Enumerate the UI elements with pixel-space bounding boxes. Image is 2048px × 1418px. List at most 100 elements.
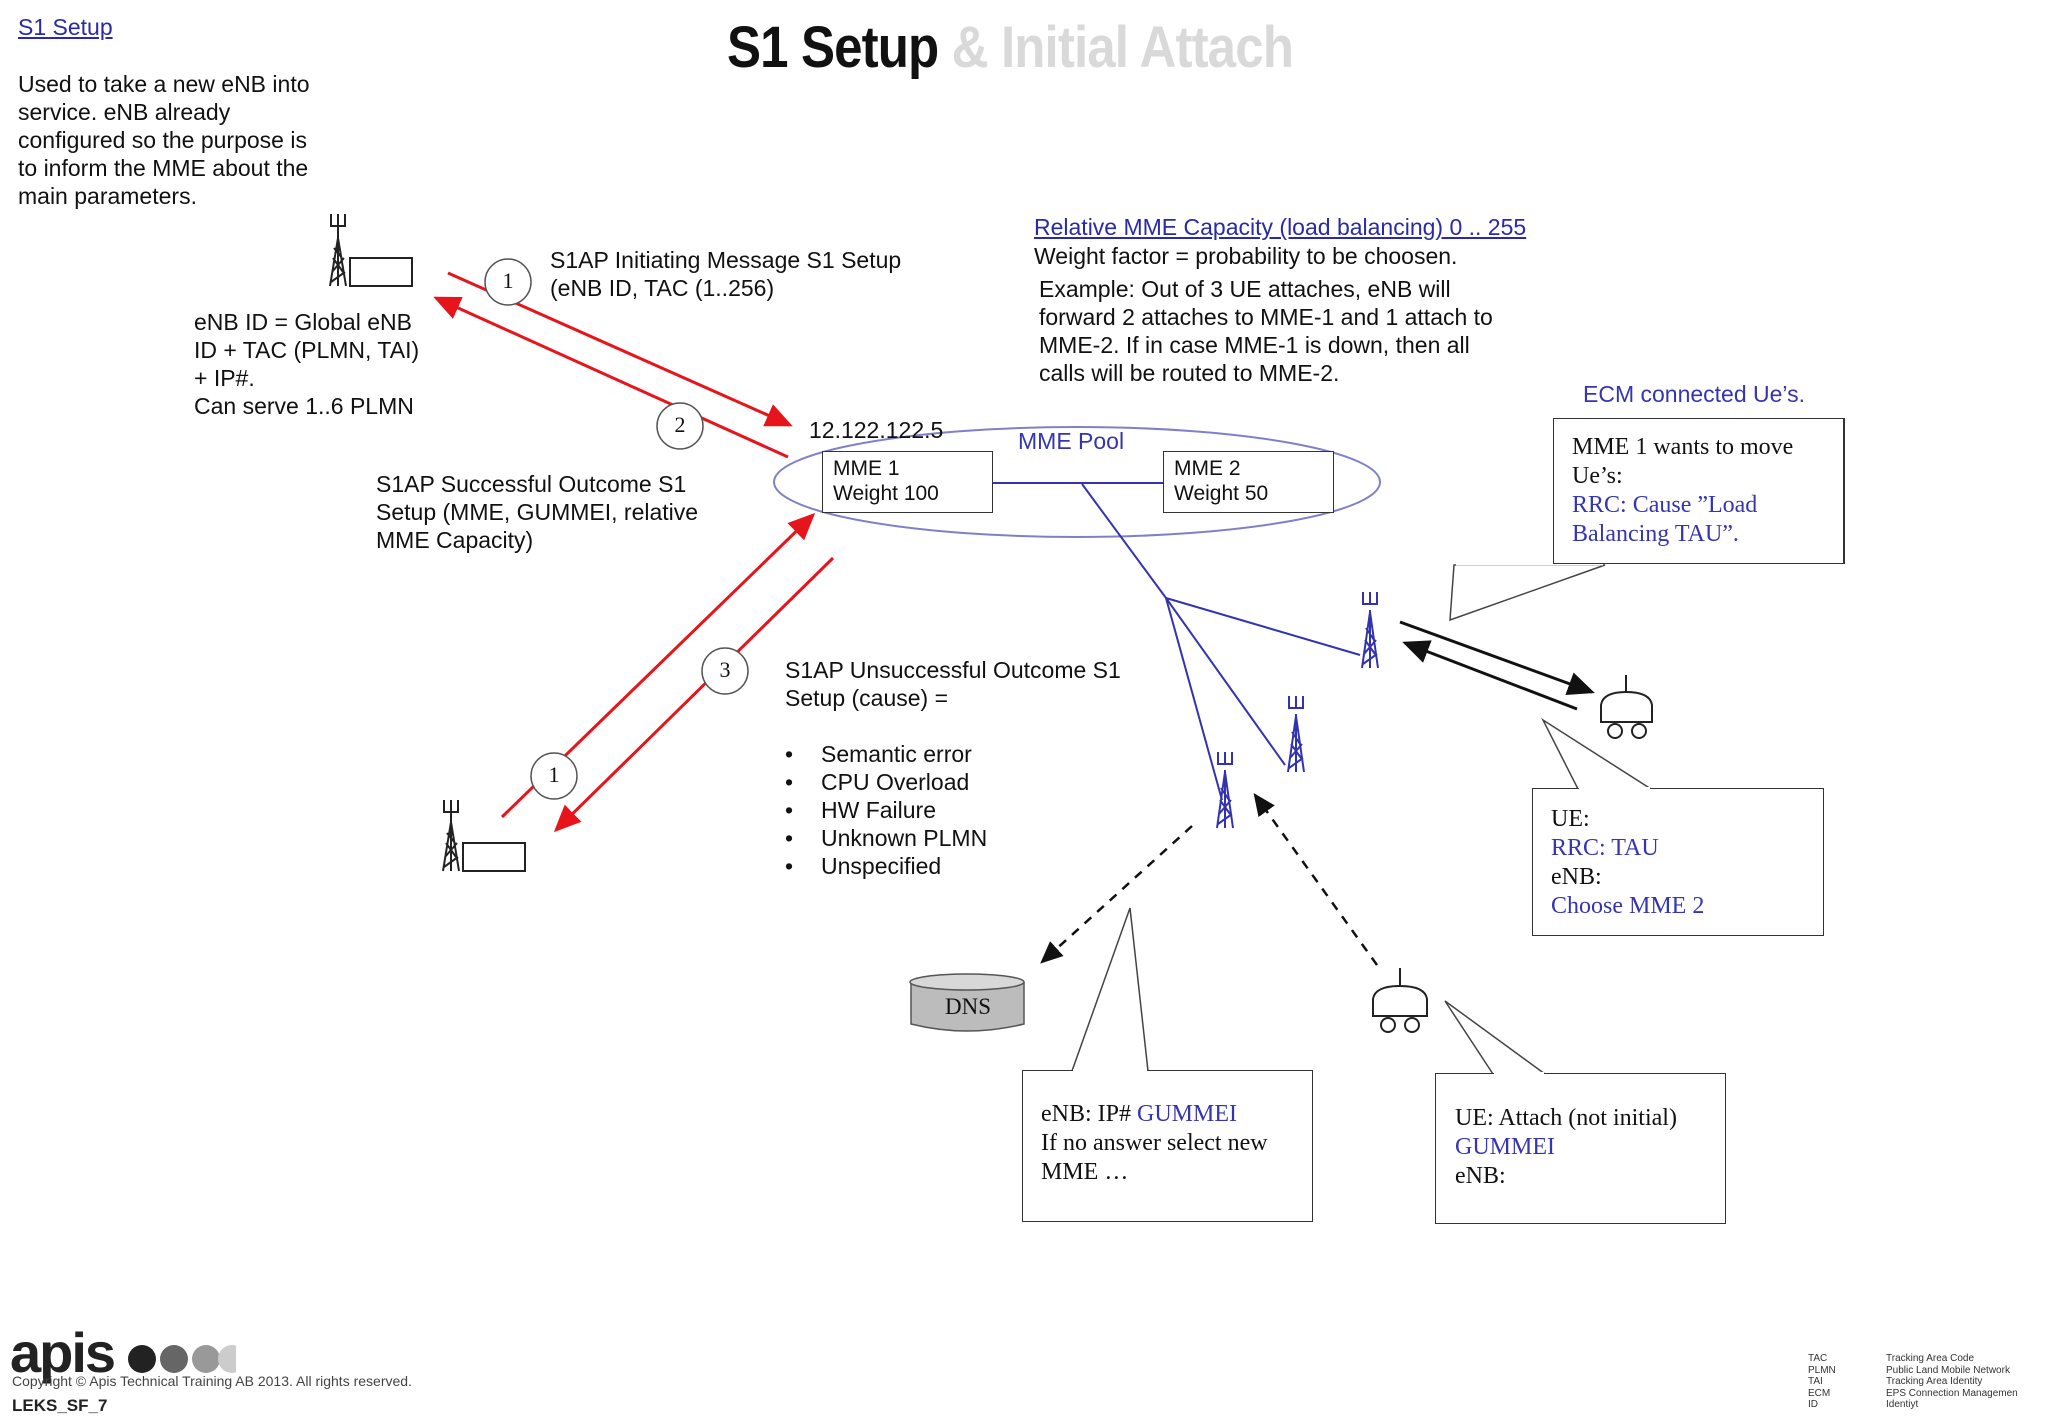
callout-mme-move <box>1553 418 1845 564</box>
intro-text: Used to take a new eNB into service. eNB… <box>18 70 348 210</box>
msg-success-line: MME Capacity) <box>376 527 534 553</box>
abbr-term: ID <box>1808 1399 1818 1410</box>
mme2-box: MME 2 Weight 50 <box>1163 451 1334 513</box>
msg-unsuccess-line: S1AP Unsuccessful Outcome S1 <box>785 657 1121 683</box>
copyright: Copyright © Apis Technical Training AB 2… <box>12 1373 412 1389</box>
step-number-1: 1 <box>502 268 514 293</box>
callout-mme-move-bottom-right <box>1604 563 1845 564</box>
msg-success-line: Setup (MME, GUMMEI, relative <box>376 499 699 525</box>
abbr-row: TAC Tracking Area Code <box>1808 1353 2044 1365</box>
callout-attach-line3: eNB: <box>1455 1163 1506 1189</box>
abbr-meaning: Identiyt <box>1886 1399 1919 1410</box>
cause-item: Semantic error <box>785 740 1165 768</box>
callout-dns-text: eNB: IP# GUMMEI If no answer select new … <box>1041 1100 1306 1187</box>
msg-unsuccess-line: Setup (cause) = <box>785 685 949 711</box>
capacity-example-line: Example: Out of 3 UE attaches, eNB will <box>1039 276 1451 302</box>
intro-line: main parameters. <box>18 183 197 209</box>
abbr-row: PLMN Public Land Mobile Network <box>1808 1365 2044 1377</box>
enb-tower-icon <box>442 800 526 872</box>
enb-note-line: + IP#. <box>194 365 255 391</box>
enb-id-note: eNB ID = Global eNB ID + TAC (PLMN, TAI)… <box>194 308 454 420</box>
callout-tail-move <box>1449 564 1606 622</box>
mme-pool-ellipse <box>773 426 1381 538</box>
callout-ue-tau-line3: eNB: <box>1551 864 1602 890</box>
mme-pool-ip: 12.122.122.5 <box>809 417 944 443</box>
cause-item: Unspecified <box>785 852 1165 880</box>
abbr-row: ECM EPS Connection Managemen <box>1808 1388 2044 1400</box>
callout-tail-attach <box>1444 1000 1548 1075</box>
callout-ue-tau-line2: RRC: TAU <box>1551 835 1659 861</box>
callout-attach-text: UE: Attach (not initial) GUMMEI eNB: <box>1455 1104 1720 1191</box>
abbreviation-legend: TAC Tracking Area Code PLMN Public Land Mo… <box>1808 1353 2044 1411</box>
cause-item: Unknown PLMN <box>785 824 1165 852</box>
backhaul-enb-right <box>1165 597 1361 656</box>
abbr-meaning: Public Land Mobile Network <box>1886 1364 2010 1376</box>
apis-logo-text: apis <box>10 1321 116 1384</box>
intro-line: to inform the MME about the <box>18 155 309 181</box>
callout-attach-gap <box>1494 1072 1544 1075</box>
mme1-weight: Weight 100 <box>833 482 939 505</box>
arrow-ue-to-enb <box>1402 640 1578 711</box>
callout-attach <box>1435 1073 1726 1224</box>
intro-line: configured so the purpose is <box>18 127 307 153</box>
callout-dns-line1-b: GUMMEI <box>1137 1101 1237 1127</box>
step-number-3: 3 <box>719 657 731 682</box>
callout-mme-move-line4: Balancing TAU”. <box>1572 521 1739 547</box>
callout-mme-move-bottom-left <box>1553 563 1606 564</box>
weight-factor-text: Weight factor = probability to be choose… <box>1034 243 1458 269</box>
arrow-s1-setup-response <box>433 296 789 459</box>
cause-item: CPU Overload <box>785 768 1165 796</box>
abbr-term: ECM <box>1808 1387 1831 1399</box>
capacity-example-line: MME-2. If in case MME-1 is down, then al… <box>1039 332 1470 358</box>
cause-list: Semantic error CPU Overload HW Failure U… <box>785 740 1165 880</box>
enb-tower-icon <box>329 214 413 287</box>
callout-dns-gap <box>1073 1069 1147 1072</box>
abbr-meaning: Tracking Area Code <box>1886 1353 1975 1364</box>
callout-mme-move-right <box>1843 418 1844 564</box>
callout-ue-tau-line4: Choose MME 2 <box>1551 893 1705 919</box>
enb-tower-icon <box>1361 592 1379 669</box>
msg-unsuccessful: S1AP Unsuccessful Outcome S1 Setup (caus… <box>785 656 1165 880</box>
capacity-example-line: forward 2 attaches to MME-1 and 1 attach… <box>1039 304 1493 330</box>
callout-ue-tau-gap <box>1579 787 1650 790</box>
intro-line: service. eNB already <box>18 99 231 125</box>
callout-dns-line3: MME … <box>1041 1159 1129 1185</box>
abbr-meaning: Tracking Area Identity <box>1886 1376 1983 1387</box>
callout-tail-dns <box>1070 907 1149 1072</box>
msg-initiating-line: S1AP Initiating Message S1 Setup <box>550 247 902 273</box>
callout-mme-move-line3: RRC: Cause ”Load <box>1572 492 1758 518</box>
mme1-name: MME 1 <box>833 457 900 480</box>
abbr-meaning: EPS Connection Managemen <box>1886 1387 2018 1399</box>
callout-mme-move-left <box>1553 418 1554 564</box>
slide-id: LEKS_SF_7 <box>12 1396 108 1415</box>
s1-setup-link[interactable]: S1 Setup <box>18 14 113 40</box>
enb-tower-icon <box>1216 752 1234 829</box>
intro-line: Used to take a new eNB into <box>18 71 310 97</box>
msg-initiating-line: (eNB ID, TAC (1..256) <box>550 275 775 301</box>
abbr-term: TAC <box>1808 1353 1828 1364</box>
msg-success: S1AP Successful Outcome S1 Setup (MME, G… <box>376 470 736 554</box>
backhaul-trunk <box>1081 483 1167 599</box>
step-number-1b: 1 <box>548 762 560 787</box>
step-number-2: 2 <box>674 412 686 437</box>
step-circle-2 <box>656 402 704 450</box>
capacity-link[interactable]: Relative MME Capacity (load balancing) 0… <box>1034 214 1527 240</box>
abbr-row: ID Identiyt <box>1808 1399 2044 1411</box>
abbr-term: PLMN <box>1808 1364 1836 1376</box>
callout-dns <box>1022 1070 1313 1222</box>
mme2-weight: Weight 50 <box>1174 482 1269 505</box>
ecm-connected-label: ECM connected Ue’s. <box>1583 381 1806 407</box>
step-circle-3 <box>701 647 749 695</box>
enb-note-line: eNB ID = Global eNB <box>194 309 412 335</box>
enb-tower-icon <box>1287 696 1305 773</box>
callout-mme-move-text: MME 1 wants to move Ue’s: RRC: Cause ”Lo… <box>1572 433 1832 549</box>
callout-dns-line1: eNB: IP# GUMMEI <box>1041 1100 1306 1129</box>
backhaul-enb-lower <box>1165 597 1223 801</box>
callout-attach-line1: UE: Attach (not initial) <box>1455 1105 1677 1131</box>
callout-mme-move-line1: MME 1 wants to move <box>1572 434 1794 460</box>
msg-success-line: S1AP Successful Outcome S1 <box>376 471 687 497</box>
cause-item: HW Failure <box>785 796 1165 824</box>
callout-ue-tau <box>1532 788 1824 936</box>
